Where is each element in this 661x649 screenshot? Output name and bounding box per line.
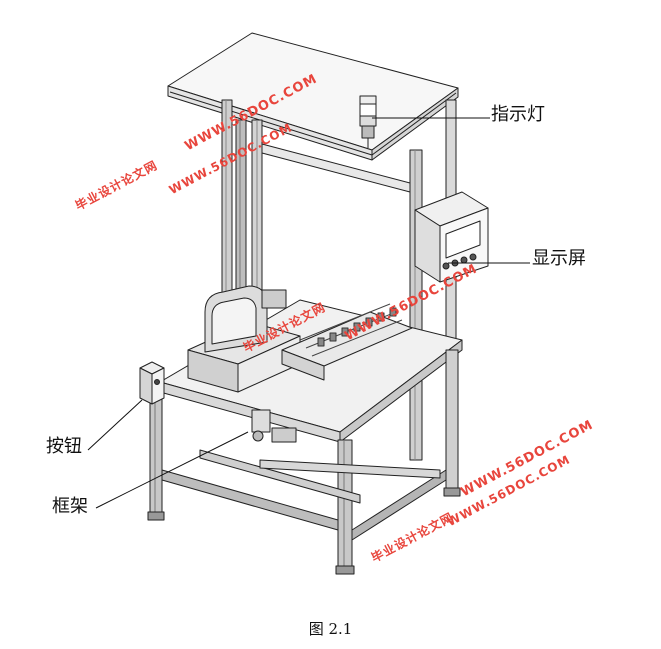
under-table-part [251, 409, 297, 443]
parts-rack [281, 303, 413, 381]
indicator-light-drawing [359, 95, 377, 148]
leg-front-left [147, 389, 165, 521]
figure-caption: 图 2.1 [308, 620, 353, 638]
button-label: 按钮 [46, 436, 82, 457]
button-box-drawing [139, 361, 165, 405]
display-screen-label: 显示屏 [532, 248, 586, 269]
frame-label: 框架 [52, 496, 88, 517]
leader-lines [87, 117, 530, 509]
leg-back-right [443, 349, 461, 497]
leg-front-right [335, 439, 355, 575]
indicator-light-label: 指示灯 [491, 104, 545, 125]
roof-plate [167, 32, 459, 161]
